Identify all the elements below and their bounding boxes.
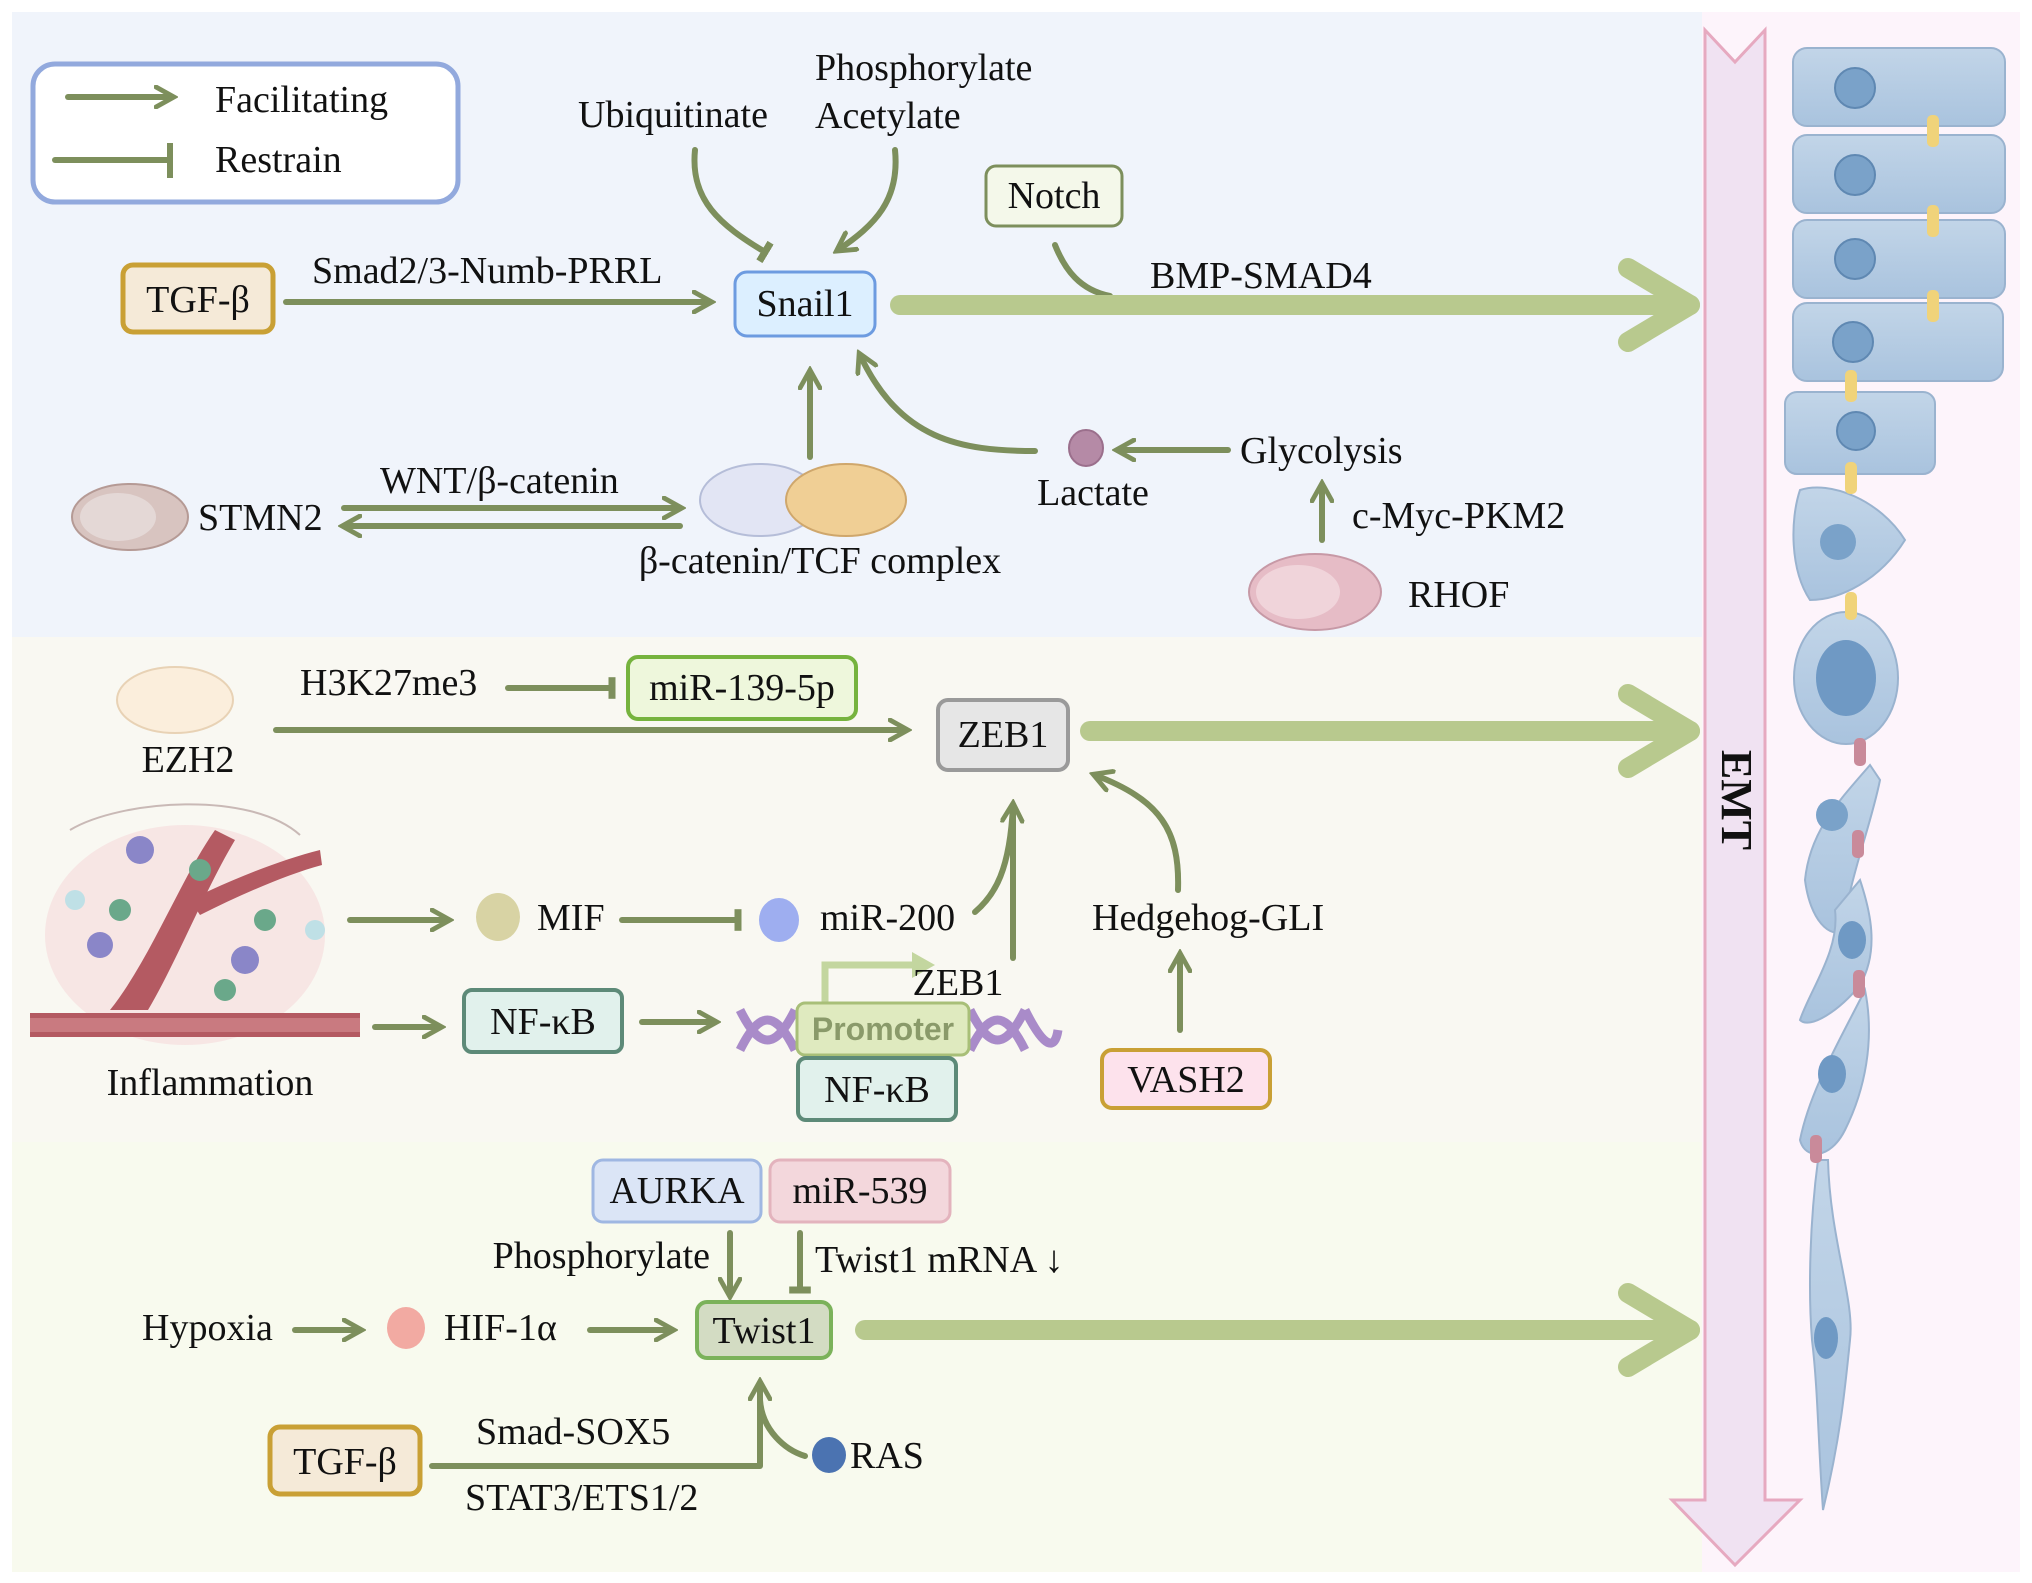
svg-text:NF-κB: NF-κB — [824, 1069, 930, 1111]
cell-progression-illustration — [1784, 47, 2006, 1511]
lactate-label: Lactate — [1037, 472, 1149, 514]
epithelial-cell-icon — [1792, 47, 2006, 127]
stat3-label: STAT3/ETS1/2 — [465, 1477, 698, 1519]
svg-text:Notch: Notch — [1008, 175, 1101, 217]
inflammation-illustration-icon — [30, 803, 360, 1045]
adhesion-junction-icon — [1810, 738, 1866, 1163]
mir200-label: miR-200 — [820, 897, 955, 939]
lactate-to-snail1-arrow — [860, 355, 1038, 454]
ras-icon — [812, 1437, 846, 1473]
epithelial-cell-icon — [1792, 134, 2006, 214]
zeb1-gene-label: ZEB1 — [913, 962, 1004, 1004]
node-twist1: Twist1 — [695, 1300, 833, 1360]
mif-icon — [476, 893, 520, 941]
tight-junction-icon — [1845, 115, 1939, 620]
svg-text:miR-139-5p: miR-139-5p — [649, 667, 835, 709]
rhof-label: RHOF — [1408, 574, 1509, 616]
legend-restrain-label: Restrain — [215, 139, 342, 181]
wnt-label: WNT/β-catenin — [380, 460, 619, 502]
ras-label: RAS — [850, 1435, 924, 1477]
svg-text:AURKA: AURKA — [609, 1170, 745, 1212]
node-mir539: miR-539 — [768, 1158, 952, 1224]
node-vash2: VASH2 — [1100, 1048, 1272, 1110]
hif-icon — [387, 1307, 425, 1349]
phosphorylate-label: Phosphorylate — [815, 47, 1032, 89]
svg-text:Promoter: Promoter — [812, 1011, 954, 1047]
ezh2-label: EZH2 — [142, 739, 235, 781]
mir200-icon — [759, 898, 799, 942]
mif-label: MIF — [537, 897, 605, 939]
smad-sox5-label: Smad-SOX5 — [476, 1411, 670, 1453]
node-snail1: Snail1 — [733, 270, 877, 338]
zeb1-to-emt-big-arrow — [1080, 684, 1700, 778]
dna-helix-icon — [735, 1007, 1063, 1053]
node-aurka: AURKA — [591, 1158, 763, 1224]
legend: Facilitating Restrain — [30, 61, 461, 205]
transcription-start-arrow-icon — [821, 961, 920, 1003]
snail1-to-emt-big-arrow — [890, 258, 1700, 352]
svg-text:VASH2: VASH2 — [1127, 1059, 1245, 1101]
bmp-label: BMP-SMAD4 — [1150, 255, 1372, 297]
ezh2-icon — [116, 666, 234, 734]
ubiquitinate-label: Ubiquitinate — [578, 94, 768, 136]
notch-connector — [1052, 242, 1113, 299]
transitioning-cell-icon — [1784, 391, 1936, 475]
node-tgfb-top: TGF-β — [120, 262, 276, 335]
emt-arrow: EMT — [1668, 26, 1804, 1568]
acetylate-label: Acetylate — [815, 95, 961, 137]
glycolysis-label: Glycolysis — [1240, 430, 1403, 472]
svg-text:TGF-β: TGF-β — [146, 279, 250, 321]
smad-path-label: Smad2/3-Numb-PRRL — [312, 250, 662, 292]
svg-text:ZEB1: ZEB1 — [958, 714, 1049, 756]
svg-text:TGF-β: TGF-β — [293, 1441, 397, 1483]
hypoxia-label: Hypoxia — [142, 1307, 273, 1349]
beta-catenin-tcf-complex-icon — [699, 463, 907, 537]
complex-label: β-catenin/TCF complex — [639, 540, 1001, 582]
stmn2-label: STMN2 — [198, 497, 323, 539]
twist-phosphorylate-label: Phosphorylate — [493, 1235, 710, 1277]
hedgehog-to-zeb1-arrow — [1095, 775, 1182, 893]
epithelial-cell-icon — [1792, 219, 2006, 299]
node-mir-139-5p: miR-139-5p — [626, 655, 858, 721]
node-notch: Notch — [984, 164, 1124, 228]
lactate-icon — [1068, 429, 1104, 467]
svg-text:NF-κB: NF-κB — [490, 1001, 596, 1043]
twist-mrna-label: Twist1 mRNA ↓ — [815, 1239, 1064, 1281]
acetylate-facilitate-arrow — [838, 147, 899, 250]
hif-label: HIF-1α — [444, 1307, 557, 1349]
emt-label: EMT — [1712, 750, 1761, 850]
h3k27me3-label: H3K27me3 — [300, 662, 477, 704]
node-tgfb-bottom: TGF-β — [267, 1424, 423, 1497]
ras-to-twist1-connector — [757, 1397, 808, 1459]
twist1-to-emt-big-arrow — [855, 1283, 1700, 1377]
promoter-box: Promoter — [795, 1001, 971, 1057]
inflammation-label: Inflammation — [107, 1062, 314, 1104]
svg-text:Twist1: Twist1 — [713, 1310, 816, 1352]
legend-facilitating-label: Facilitating — [215, 79, 388, 121]
svg-text:miR-539: miR-539 — [792, 1170, 927, 1212]
hedgehog-label: Hedgehog-GLI — [1092, 897, 1324, 939]
cmyc-label: c-Myc-PKM2 — [1352, 495, 1565, 537]
epithelial-cell-icon — [1792, 302, 2004, 382]
node-nfkb: NF-κB — [462, 988, 624, 1054]
node-zeb1: ZEB1 — [936, 698, 1070, 772]
svg-text:Snail1: Snail1 — [756, 283, 853, 325]
ubiquitinate-restrain-arrow — [691, 147, 774, 264]
node-nfkb-bound: NF-κB — [796, 1056, 958, 1122]
